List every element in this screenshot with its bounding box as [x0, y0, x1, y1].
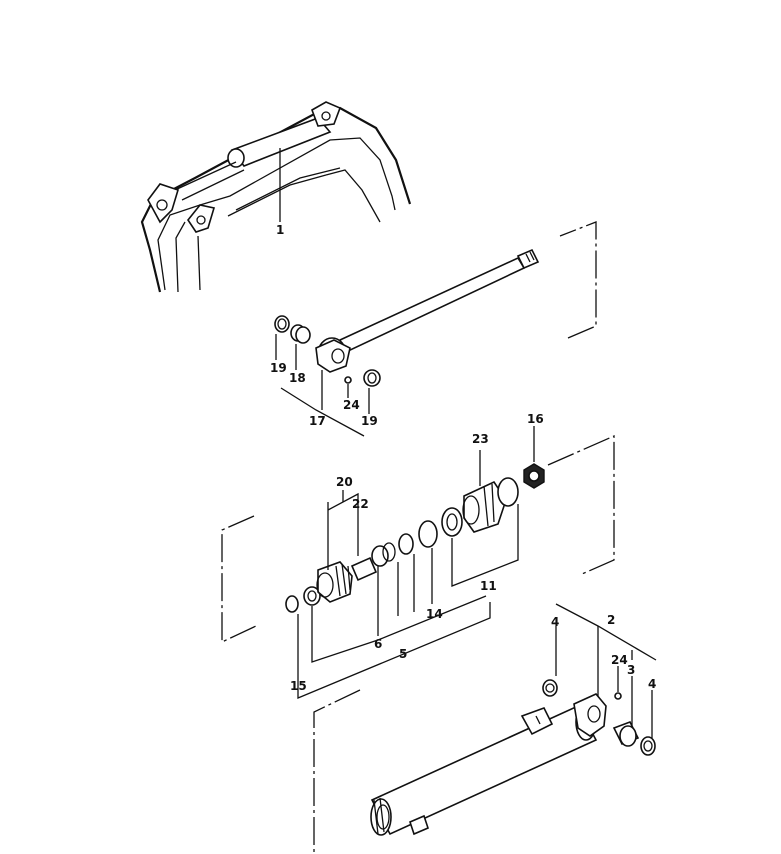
tube-bushings [542, 679, 656, 756]
callout-16: 16 [527, 412, 544, 426]
callout-19: 19 [270, 361, 287, 375]
callout-23: 23 [472, 432, 489, 446]
callout-numbers: 1 19 18 24 17 19 23 16 20 22 11 14 6 5 1… [270, 223, 656, 693]
left-phantom-line [221, 515, 257, 644]
callout-4: 4 [648, 677, 656, 691]
piston-leaders [297, 426, 535, 699]
callout-14: 14 [426, 607, 443, 621]
piston-rod [315, 248, 540, 373]
callout-15: 15 [290, 679, 307, 693]
rod-phantom-line [559, 221, 597, 339]
callout-17: 17 [309, 414, 326, 428]
callout-19: 19 [361, 414, 378, 428]
callout-20: 20 [336, 475, 353, 489]
cylinder-tube [370, 693, 607, 836]
right-phantom-line [547, 435, 615, 575]
rod-bushings [274, 315, 381, 387]
boom-assembly [140, 101, 412, 293]
callout-24: 24 [611, 653, 628, 667]
callout-11: 11 [480, 579, 497, 593]
callout-4: 4 [551, 615, 559, 629]
callout-6: 6 [374, 637, 382, 651]
callout-22: 22 [352, 497, 369, 511]
callout-5: 5 [399, 647, 407, 661]
callout-1: 1 [276, 223, 284, 237]
callout-2: 2 [607, 613, 615, 627]
piston-parts [285, 463, 545, 613]
callout-18: 18 [289, 371, 306, 385]
tube-phantom-line [313, 689, 361, 854]
callout-3: 3 [627, 663, 635, 677]
tube-leaders [555, 603, 657, 738]
callout-24: 24 [343, 398, 360, 412]
